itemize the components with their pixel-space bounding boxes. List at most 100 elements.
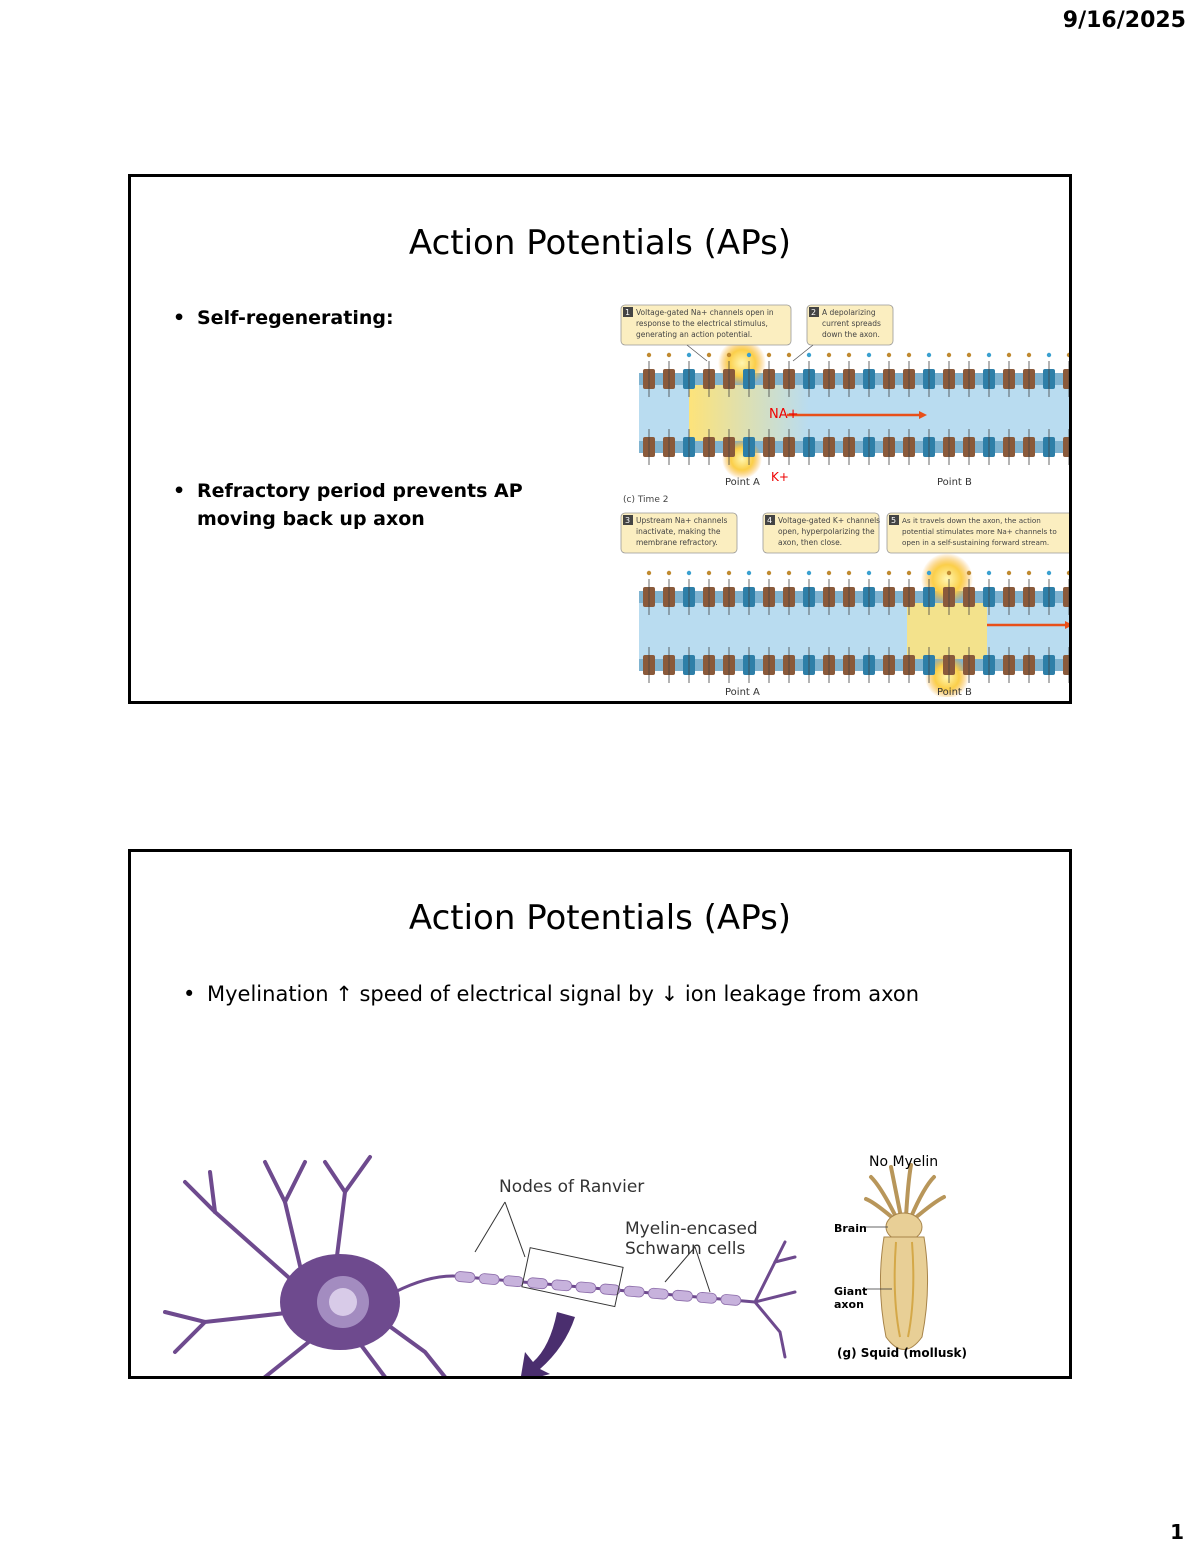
- axon-panel-time1: NA+ K+ Point A Point B: [639, 339, 1069, 488]
- schwann-cell: [599, 1283, 621, 1296]
- slide-1: Action Potentials (APs) • Self-regenerat…: [128, 174, 1072, 704]
- ion-dot: [826, 570, 832, 576]
- label-leaders: [474, 1201, 711, 1293]
- svg-text:response to the electrical sti: response to the electrical stimulus,: [636, 319, 768, 328]
- zoom-box: [521, 1247, 624, 1308]
- ion-dot: [786, 352, 792, 358]
- ion-dot: [786, 570, 792, 576]
- point-b-label: Point B: [937, 477, 972, 488]
- ion-dot: [966, 352, 972, 358]
- sodium-channel-icon: [1063, 437, 1069, 457]
- ion-dot: [926, 352, 932, 358]
- svg-text:4: 4: [767, 516, 772, 525]
- sodium-label: NA+: [769, 407, 799, 422]
- slide-title: Action Potentials (APs): [408, 898, 792, 938]
- ion-dot: [986, 352, 992, 358]
- svg-text:axon, then close.: axon, then close.: [778, 538, 842, 547]
- ion-dot: [986, 570, 992, 576]
- svg-text:1: 1: [625, 308, 630, 317]
- schwann-label-line: Myelin-encased: [625, 1219, 758, 1239]
- svg-text:generating an action potential: generating an action potential.: [636, 330, 752, 339]
- potassium-label: K+: [771, 470, 789, 484]
- svg-text:membrane refractory.: membrane refractory.: [636, 538, 718, 547]
- bullet-dot-icon: •: [173, 480, 186, 502]
- slide-2: Action Potentials (APs) • Myelination ↑ …: [128, 849, 1072, 1379]
- axon-cytoplasm: [639, 597, 1069, 665]
- svg-text:down the axon.: down the axon.: [822, 330, 880, 339]
- schwann-cell: [454, 1271, 476, 1283]
- sodium-channel-icon: [1063, 587, 1069, 607]
- svg-text:2: 2: [811, 308, 816, 317]
- ion-dot: [766, 352, 772, 358]
- svg-text:Upstream Na+ channels: Upstream Na+ channels: [636, 516, 727, 525]
- point-a-label: Point A: [725, 687, 760, 697]
- giant-axon-label-line: axon: [834, 1298, 864, 1311]
- schwann-cell: [647, 1287, 669, 1300]
- schwann-cell: [696, 1291, 718, 1304]
- squid-tentacles: [864, 1163, 946, 1221]
- squid-mantle: [879, 1236, 929, 1350]
- bullet-item: • Myelination ↑ speed of electrical sign…: [183, 982, 919, 1006]
- ion-dot: [746, 352, 752, 358]
- myelinated-neuron-figure: [163, 1155, 797, 1376]
- bullet-text: Refractory period prevents AP moving bac…: [197, 480, 523, 530]
- axon-terminals: [753, 1240, 797, 1359]
- ion-dot: [806, 352, 812, 358]
- schwann-cell: [672, 1289, 693, 1302]
- ion-dot: [966, 570, 972, 576]
- svg-text:3: 3: [625, 516, 630, 525]
- svg-text:inactivate, making the: inactivate, making the: [636, 527, 721, 536]
- ion-dot: [646, 570, 652, 576]
- svg-text:open in a self-sustaining forw: open in a self-sustaining forward stream…: [902, 538, 1049, 547]
- giant-axon: [907, 1241, 915, 1338]
- page-number: 1: [1170, 1520, 1184, 1544]
- axon-panel-time2: Point A Point B: [639, 553, 1069, 697]
- giant-axon-label: Giant axon: [834, 1285, 867, 1311]
- ion-dot: [646, 352, 652, 358]
- sodium-channel-icon: [1063, 369, 1069, 389]
- ion-dot: [806, 570, 812, 576]
- bullet-dot-icon: •: [183, 982, 196, 1006]
- ion-dot: [886, 352, 892, 358]
- point-b-label: Point B: [937, 687, 972, 697]
- schwann-cell: [527, 1277, 548, 1290]
- depolarized-region: [907, 597, 987, 665]
- ion-dot: [686, 570, 692, 576]
- schwann-cell: [478, 1273, 500, 1285]
- step-callout-5: 5 As it travels down the axon, the actio…: [886, 512, 1069, 554]
- schwann-cell: [720, 1294, 742, 1306]
- bullet-text: Self-regenerating:: [197, 307, 394, 329]
- ion-dot: [666, 352, 672, 358]
- svg-text:Voltage-gated Na+ channels ope: Voltage-gated Na+ channels open in: [636, 308, 774, 317]
- myelin-sheath: [454, 1271, 742, 1306]
- ion-dot: [886, 570, 892, 576]
- giant-axon-label-line: Giant: [834, 1285, 868, 1298]
- action-potential-figure: NA+ K+ Point A Point B 1 Voltage-gated N…: [620, 304, 1069, 697]
- arrowhead-icon: [919, 411, 927, 419]
- ion-dot: [666, 570, 672, 576]
- ion-dot: [746, 570, 752, 576]
- zoom-arrow-icon: [521, 1312, 575, 1376]
- ion-dot: [1046, 352, 1052, 358]
- ion-dot: [906, 570, 912, 576]
- ion-dot: [1006, 352, 1012, 358]
- step-callout-3: 3 Upstream Na+ channels inactivate, maki…: [620, 512, 738, 554]
- ion-dot: [926, 570, 932, 576]
- step-callout-1: 1 Voltage-gated Na+ channels open in res…: [620, 304, 792, 362]
- ion-dot: [906, 352, 912, 358]
- page-date: 9/16/2025: [1062, 8, 1186, 33]
- slide-title: Action Potentials (APs): [408, 223, 792, 263]
- ion-dot: [826, 352, 832, 358]
- ion-dot: [866, 352, 872, 358]
- nodes-of-ranvier-label: Nodes of Ranvier: [499, 1177, 645, 1197]
- step-callout-2: 2 A depolarizing current spreads down th…: [792, 304, 894, 362]
- ion-dot: [766, 570, 772, 576]
- ion-dot: [1006, 570, 1012, 576]
- schwann-cell: [502, 1275, 524, 1288]
- ion-dot: [1046, 570, 1052, 576]
- schwann-cell: [551, 1279, 573, 1292]
- ion-dot: [1026, 570, 1032, 576]
- bullet-item: • Refractory period prevents AP moving b…: [173, 477, 573, 533]
- ion-dot: [706, 352, 712, 358]
- bullet-item: • Self-regenerating:: [173, 307, 394, 329]
